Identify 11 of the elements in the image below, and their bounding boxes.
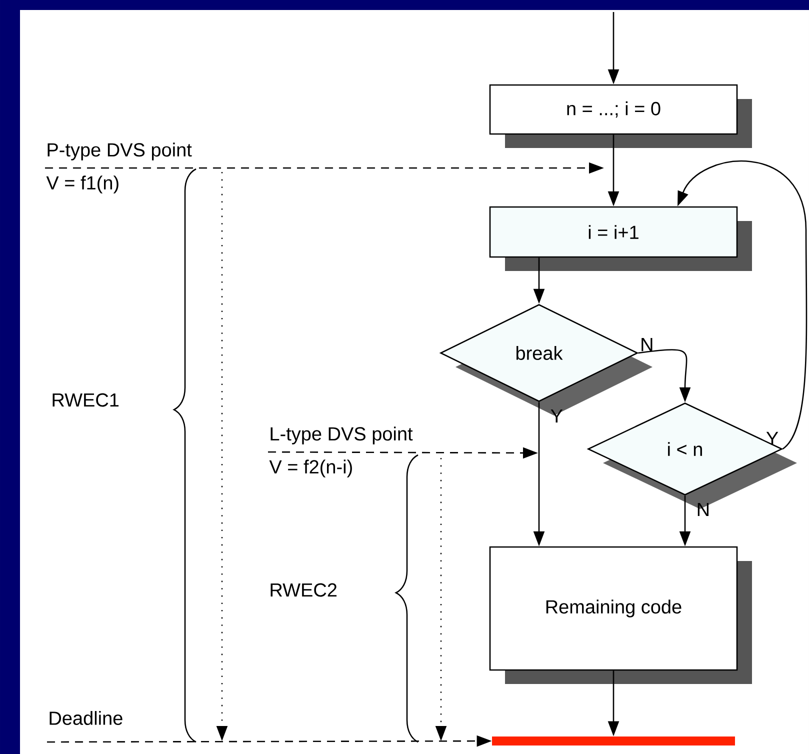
arrow — [678, 160, 808, 450]
process-box: n = ...; i = 0 — [489, 84, 738, 135]
annotation-text: L-type DVS point V = f2(n-i) — [269, 426, 413, 478]
bracket-label: RWEC2 — [270, 583, 337, 597]
process-box: Remaining code — [489, 546, 738, 671]
edge-label: N — [642, 338, 652, 352]
bracket-label: RWEC1 — [52, 393, 119, 407]
annotation-text: P-type DVS point V = f1(n) — [46, 142, 192, 194]
edge-label: Y — [766, 432, 778, 445]
process-box: i = i+1 — [489, 206, 738, 258]
annotation-text: Deadline — [50, 711, 122, 725]
